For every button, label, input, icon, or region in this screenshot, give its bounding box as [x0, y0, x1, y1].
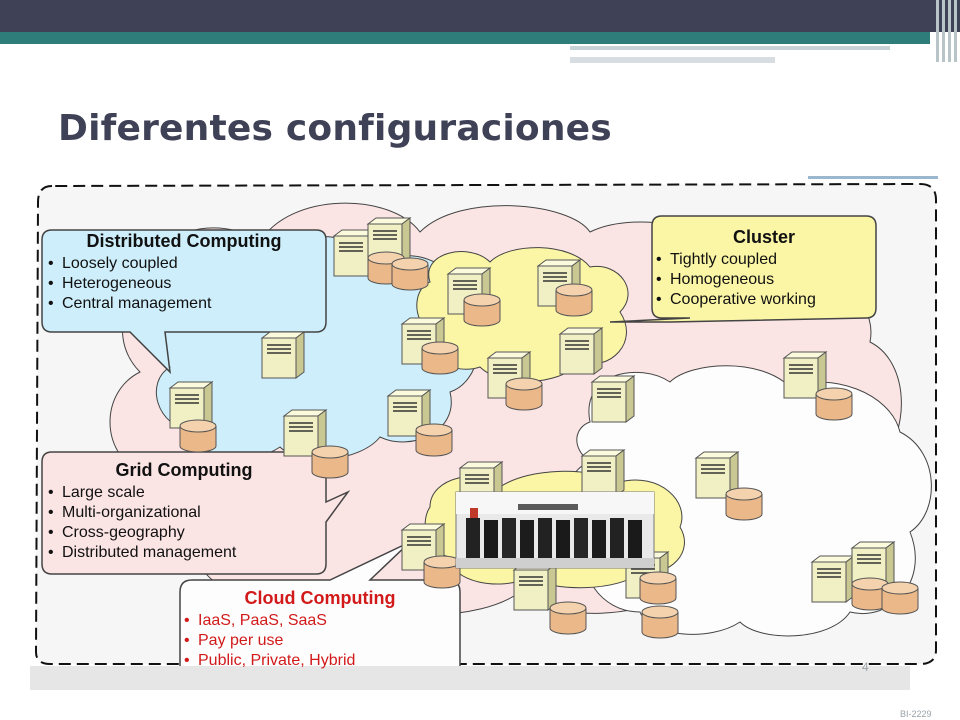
header-accent-stripe [0, 32, 930, 44]
server-tower-icon [261, 331, 305, 379]
header-rule-1 [570, 46, 890, 50]
grid-computing-callout: Grid Computing Large scale Multi-organiz… [46, 460, 322, 563]
callout-item: Cooperative working [654, 290, 874, 310]
datacenter-photo [455, 491, 655, 569]
database-cylinder-icon [415, 423, 453, 457]
page-number: 4 [862, 660, 869, 674]
database-cylinder-icon [421, 341, 459, 375]
server-tower-icon [811, 555, 855, 603]
database-cylinder-icon [423, 555, 461, 589]
slide-title: Diferentes configuraciones [58, 108, 612, 149]
distributed-computing-callout: Distributed Computing Loosely coupled He… [46, 231, 322, 314]
callout-item: Public, Private, Hybrid [182, 651, 458, 671]
callout-item: Loosely coupled [46, 254, 322, 274]
database-cylinder-icon [725, 487, 763, 521]
computing-configurations-diagram: Distributed Computing Loosely coupled He… [30, 172, 942, 690]
database-cylinder-icon [881, 581, 919, 615]
callout-item: Cross-geography [46, 523, 322, 543]
database-cylinder-icon [555, 283, 593, 317]
database-cylinder-icon [463, 293, 501, 327]
header-bar [0, 0, 960, 32]
database-cylinder-icon [639, 571, 677, 605]
callout-item: Pay per use [182, 631, 458, 651]
server-tower-icon [559, 327, 603, 375]
corner-code: BI-2229 [900, 709, 932, 719]
database-cylinder-icon [815, 387, 853, 421]
callout-item: Distributed management [46, 543, 322, 563]
callout-item: Tightly coupled [654, 250, 874, 270]
callout-title: Cluster [732, 227, 795, 247]
callout-item: Central management [46, 294, 322, 314]
callout-item: Homogeneous [654, 270, 874, 290]
bottom-strip [30, 666, 910, 690]
cluster-callout: Cluster Tightly coupled Homogeneous Coop… [654, 227, 874, 310]
database-cylinder-icon [641, 605, 679, 639]
database-cylinder-icon [179, 419, 217, 453]
database-cylinder-icon [391, 257, 429, 291]
callout-item: Multi-organizational [46, 503, 322, 523]
callout-item: Heterogeneous [46, 274, 322, 294]
source-logo [808, 176, 938, 179]
callout-item: IaaS, PaaS, SaaS [182, 611, 458, 631]
header-right-stripes [932, 0, 960, 62]
header-rule-2 [570, 57, 775, 63]
callout-item: Large scale [46, 483, 322, 503]
server-tower-icon [581, 449, 625, 497]
callout-title: Grid Computing [115, 460, 253, 480]
database-cylinder-icon [549, 601, 587, 635]
callout-title: Distributed Computing [86, 231, 282, 251]
server-tower-icon [591, 375, 635, 423]
server-tower-icon [513, 563, 557, 611]
database-cylinder-icon [505, 377, 543, 411]
cloud-computing-callout: Cloud Computing IaaS, PaaS, SaaS Pay per… [182, 588, 458, 671]
callout-title: Cloud Computing [244, 588, 396, 608]
